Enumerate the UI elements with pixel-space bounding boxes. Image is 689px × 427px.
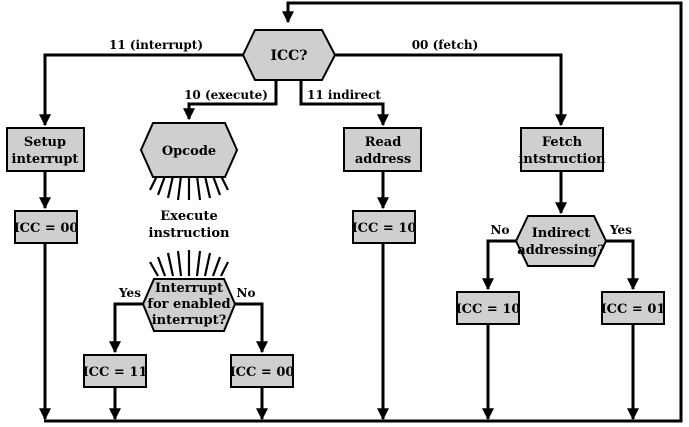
edge-icc-to-setup: [39, 53, 243, 127]
setup-interrupt-label-line1: Setup: [24, 135, 66, 150]
ray-top: [195, 175, 202, 201]
icc-10-read-node: ICC = 10: [352, 210, 417, 244]
execute-label-line2: instruction: [149, 226, 231, 241]
icc-00-left-label: ICC = 00: [14, 221, 79, 236]
edge-label-indirect: 11 indirect: [307, 88, 381, 102]
read-address-node: Read address: [343, 127, 422, 172]
ray-top: [203, 175, 212, 199]
interrupt-label-line3: interrupt?: [152, 313, 227, 328]
opcode-label: Opcode: [162, 144, 216, 159]
indirect-decision-node: Indirect addressing?: [514, 215, 608, 267]
ray-bottom: [195, 250, 202, 277]
icc-00-exec-label: ICC = 00: [230, 365, 295, 380]
read-address-label-line1: Read: [365, 135, 402, 150]
indirect-label-line2: addressing?: [517, 243, 605, 258]
icc-decision-label: ICC?: [270, 48, 307, 64]
icc-00-left-node: ICC = 00: [14, 210, 79, 244]
fetch-label-line1: Fetch: [542, 135, 583, 150]
execute-label-line1: Execute: [160, 209, 218, 224]
fetch-label-line2: intstruction: [518, 152, 606, 167]
icc-01-node: ICC = 01: [601, 291, 666, 325]
interrupt-label-line2: for enabled: [147, 297, 230, 312]
icc-10-fetch-label: ICC = 10: [456, 302, 521, 317]
icc-11-node: ICC = 11: [83, 354, 148, 388]
ray-top: [156, 175, 167, 196]
edge-label-execute: 10 (execute): [184, 88, 268, 102]
read-address-label-line2: address: [355, 152, 411, 167]
fetch-instruction-node: Fetch intstruction: [518, 127, 606, 172]
ray-bottom: [211, 256, 222, 277]
icc-11-label: ICC = 11: [83, 365, 148, 380]
edge-label-indirect-no: No: [491, 223, 510, 237]
execute-rays: [149, 175, 229, 277]
edge-label-indirect-yes: Yes: [609, 223, 632, 237]
setup-interrupt-node: Setup interrupt: [6, 127, 85, 172]
opcode-node: Opcode: [139, 122, 239, 178]
ray-top: [176, 175, 183, 201]
ray-bottom: [176, 250, 183, 277]
edge-indirect-yes: [606, 239, 639, 291]
edge-label-interrupt-yes: Yes: [118, 286, 141, 300]
ray-bottom: [203, 252, 212, 277]
edge-return-loop: [44, 1, 683, 423]
setup-interrupt-label-line2: interrupt: [12, 152, 79, 167]
execute-instruction-step: Execute instruction: [149, 209, 231, 241]
icc-10-read-label: ICC = 10: [352, 221, 417, 236]
edge-icc-to-fetch: [335, 53, 567, 127]
interrupt-label-line1: Interrupt: [155, 281, 223, 296]
ray-bottom: [166, 252, 175, 277]
indirect-label-line1: Indirect: [532, 226, 591, 241]
interrupt-decision-node: Interrupt for enabled interrupt?: [141, 278, 237, 332]
ray-top: [166, 175, 175, 199]
edge-labels: 11 (interrupt) 00 (fetch) 10 (execute) 1…: [109, 38, 632, 300]
ray-top: [211, 175, 222, 196]
edge-label-interrupt-no: No: [237, 286, 256, 300]
ray-top: [149, 175, 158, 191]
icc-decision-node: ICC?: [241, 29, 337, 81]
edge-interrupt-yes: [109, 302, 143, 354]
ray-bottom: [220, 261, 229, 277]
ray-top: [220, 175, 229, 191]
ray-bottom: [156, 256, 167, 277]
icc-01-label: ICC = 01: [601, 302, 666, 317]
edge-label-interrupt: 11 (interrupt): [109, 38, 203, 52]
edge-label-fetch: 00 (fetch): [412, 38, 479, 52]
edge-indirect-no: [482, 239, 516, 291]
edge-icc-to-opcode: [183, 80, 278, 121]
edges: [39, 1, 683, 423]
edge-interrupt-no: [235, 302, 268, 354]
icc-10-fetch-node: ICC = 10: [456, 291, 521, 325]
ray-bottom: [149, 261, 159, 277]
edge-icc-to-read: [299, 80, 389, 127]
icc-00-exec-node: ICC = 00: [230, 354, 295, 388]
